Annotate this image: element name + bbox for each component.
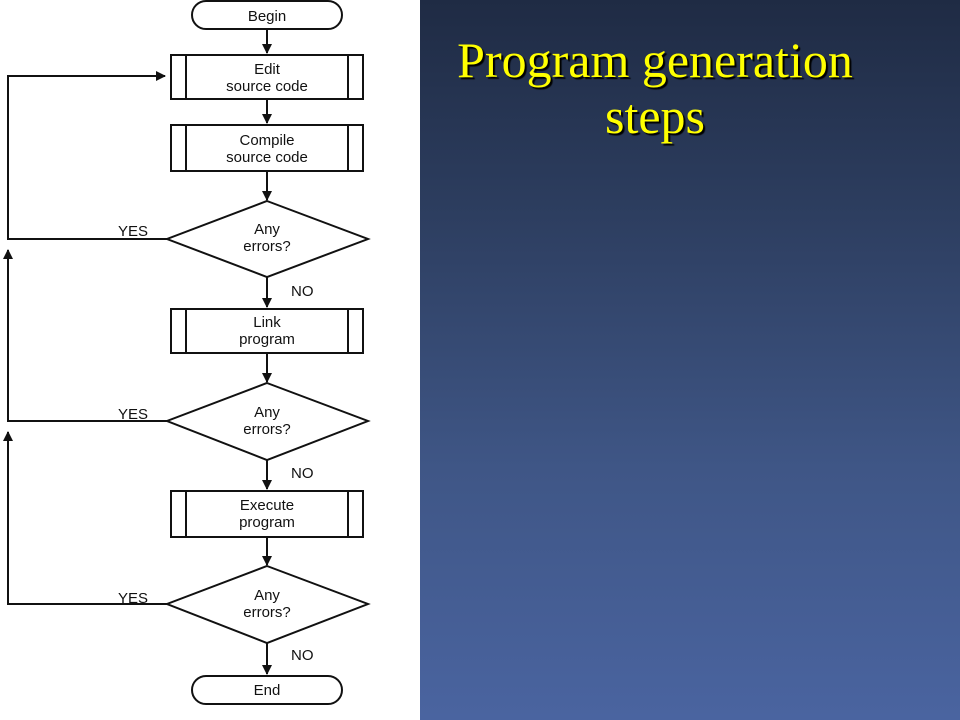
end-terminal [191,675,343,705]
decision-execute-errors: Any errors? [164,564,371,645]
loop-arrow [2,249,167,422]
decision-label: errors? [243,421,291,438]
no-label: NO [291,283,314,300]
no-label: NO [291,647,314,664]
decision-label: Any [254,404,280,421]
process-link-program: Link program [170,308,364,354]
process-edit-source-code: Edit source code [170,54,364,100]
decision-link-errors: Any errors? [164,381,371,462]
no-label: NO [291,465,314,482]
slide-title-line: steps [605,88,705,144]
process-label: Edit [254,61,281,78]
process-compile-source-code: Compile source code [170,124,364,172]
process-label: program [239,514,295,531]
decision-label: Any [254,587,280,604]
slide-title-line: Program generation [457,32,853,88]
decision-label: errors? [243,604,291,621]
title-panel: Program generation steps [420,0,960,720]
loop-arrow [7,71,167,240]
decision-label: Any [254,221,280,238]
begin-terminal [191,0,343,30]
decision-label: errors? [243,238,291,255]
process-label: source code [226,149,308,166]
process-label: source code [226,78,308,95]
process-label: Execute [240,497,294,514]
process-label: Link [253,314,281,331]
process-execute-program: Execute program [170,490,364,538]
end-label: End [254,682,281,699]
yes-label: YES [118,223,148,240]
process-label: program [239,331,295,348]
loop-arrow [2,431,167,605]
slide-title: Program generation steps [420,32,890,144]
yes-label: YES [118,590,148,607]
decision-compile-errors: Any errors? [164,199,371,279]
begin-label: Begin [248,8,286,25]
yes-label: YES [118,406,148,423]
flowchart: Begin Edit source code Compile source co… [2,0,371,705]
flowchart-panel: Begin Edit source code Compile source co… [0,0,420,720]
process-label: Compile [239,132,294,149]
